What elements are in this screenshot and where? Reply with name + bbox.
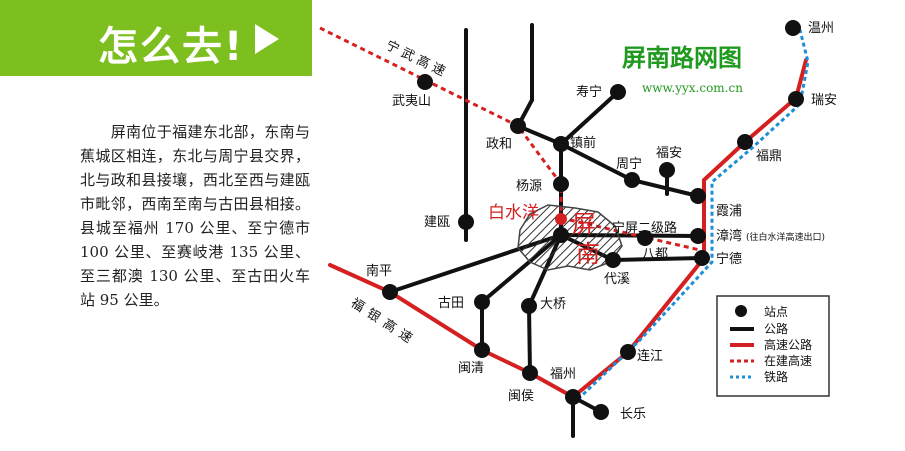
road-line <box>559 90 620 146</box>
label-fuan: 福安 <box>656 146 682 161</box>
station-ningde <box>694 250 710 266</box>
label-fuding: 福鼎 <box>756 149 782 164</box>
label-yangyuan: 杨源 <box>516 179 542 194</box>
station-ruian <box>788 91 804 107</box>
label-zhangwan: 漳湾 <box>716 228 742 244</box>
station-changle <box>593 404 609 420</box>
station-minqing <box>474 342 490 358</box>
label-xiapu: 霞浦 <box>716 204 742 219</box>
station-wuyishan <box>417 74 433 90</box>
station-fuding <box>737 134 753 150</box>
label-zhouning: 周宁 <box>616 156 642 172</box>
label-shouning: 寿宁 <box>576 84 602 100</box>
label-zhangwan-note: (往白水洋高速出口) <box>746 231 825 243</box>
label-zhenghe: 政和 <box>486 137 512 152</box>
station-zhouning <box>624 172 640 188</box>
label-gutian: 古田 <box>438 296 464 311</box>
station-jianou <box>458 214 474 230</box>
station-dots <box>382 20 804 420</box>
station-yangyuan <box>553 176 569 192</box>
label-wenzhou: 温州 <box>808 21 834 36</box>
station-daixi <box>605 252 621 268</box>
legend-construction-label: 在建高速 <box>764 353 812 368</box>
label-pingnan-1: 屏 <box>572 210 596 238</box>
label-ningde: 宁德 <box>716 251 742 267</box>
road-line <box>527 304 532 375</box>
legend: 站点 公路 高速公路 在建高速 铁路 <box>716 295 830 397</box>
header-title: 怎么去! <box>98 24 245 70</box>
station-zhenghe <box>510 118 526 134</box>
label-changle: 长乐 <box>620 407 646 422</box>
legend-road-label: 公路 <box>764 321 788 336</box>
station-fuan <box>659 162 675 178</box>
map-url: www.yyx.com.cn <box>642 81 743 95</box>
station-pingnan <box>553 227 569 243</box>
station-zhenqian <box>553 136 569 152</box>
road-line <box>559 142 634 182</box>
label-zhenqian: 镇前 <box>570 135 596 151</box>
station-daqiao <box>521 298 537 314</box>
construction-highway-line <box>560 216 701 252</box>
label-wuyishan: 武夷山 <box>392 93 431 109</box>
legend-railway-label: 铁路 <box>764 369 788 384</box>
label-ruian: 瑞安 <box>811 93 837 108</box>
label-lianjiang: 连江 <box>637 348 663 364</box>
map-title: 屏南路网图 <box>622 44 742 72</box>
label-badu: 八都 <box>642 247 668 262</box>
legend-station-symbol <box>735 305 747 317</box>
label-daqiao: 大桥 <box>540 297 566 312</box>
label-baishuiyang: 白水洋 <box>488 203 539 223</box>
station-fuzhou <box>565 389 581 405</box>
label-pingnan-2: 南 <box>576 240 600 268</box>
station-zhangwan <box>690 228 706 244</box>
label-ningping-road: 宁屏二级路 <box>612 220 677 236</box>
label-ningwu-highway: 宁武高速 <box>383 37 451 81</box>
label-daixi: 代溪 <box>604 272 630 287</box>
label-jianou: 建瓯 <box>424 215 450 230</box>
label-fuzhou: 福州 <box>550 367 576 382</box>
station-badu <box>637 230 653 246</box>
label-minqing: 闽清 <box>458 361 484 376</box>
legend-highway-label: 高速公路 <box>764 337 812 352</box>
station-lianjiang <box>620 344 636 360</box>
label-nanping: 南平 <box>366 263 392 279</box>
road-line <box>611 256 704 262</box>
baishuiyang-marker <box>555 213 567 225</box>
station-gutian <box>474 294 490 310</box>
station-xiapu <box>690 188 706 204</box>
label-minhou: 闽侯 <box>508 389 534 404</box>
legend-station-label: 站点 <box>764 305 788 319</box>
intro-text: 屏南位于福建东北部，东南与蕉城区相连，东北与周宁县交界，北与政和县接壤，西北至西… <box>80 123 310 309</box>
station-nanping <box>382 284 398 300</box>
play-arrow-icon <box>255 24 279 54</box>
station-minhou <box>522 365 538 381</box>
station-shouning <box>610 84 626 100</box>
station-wenzhou <box>785 20 801 36</box>
